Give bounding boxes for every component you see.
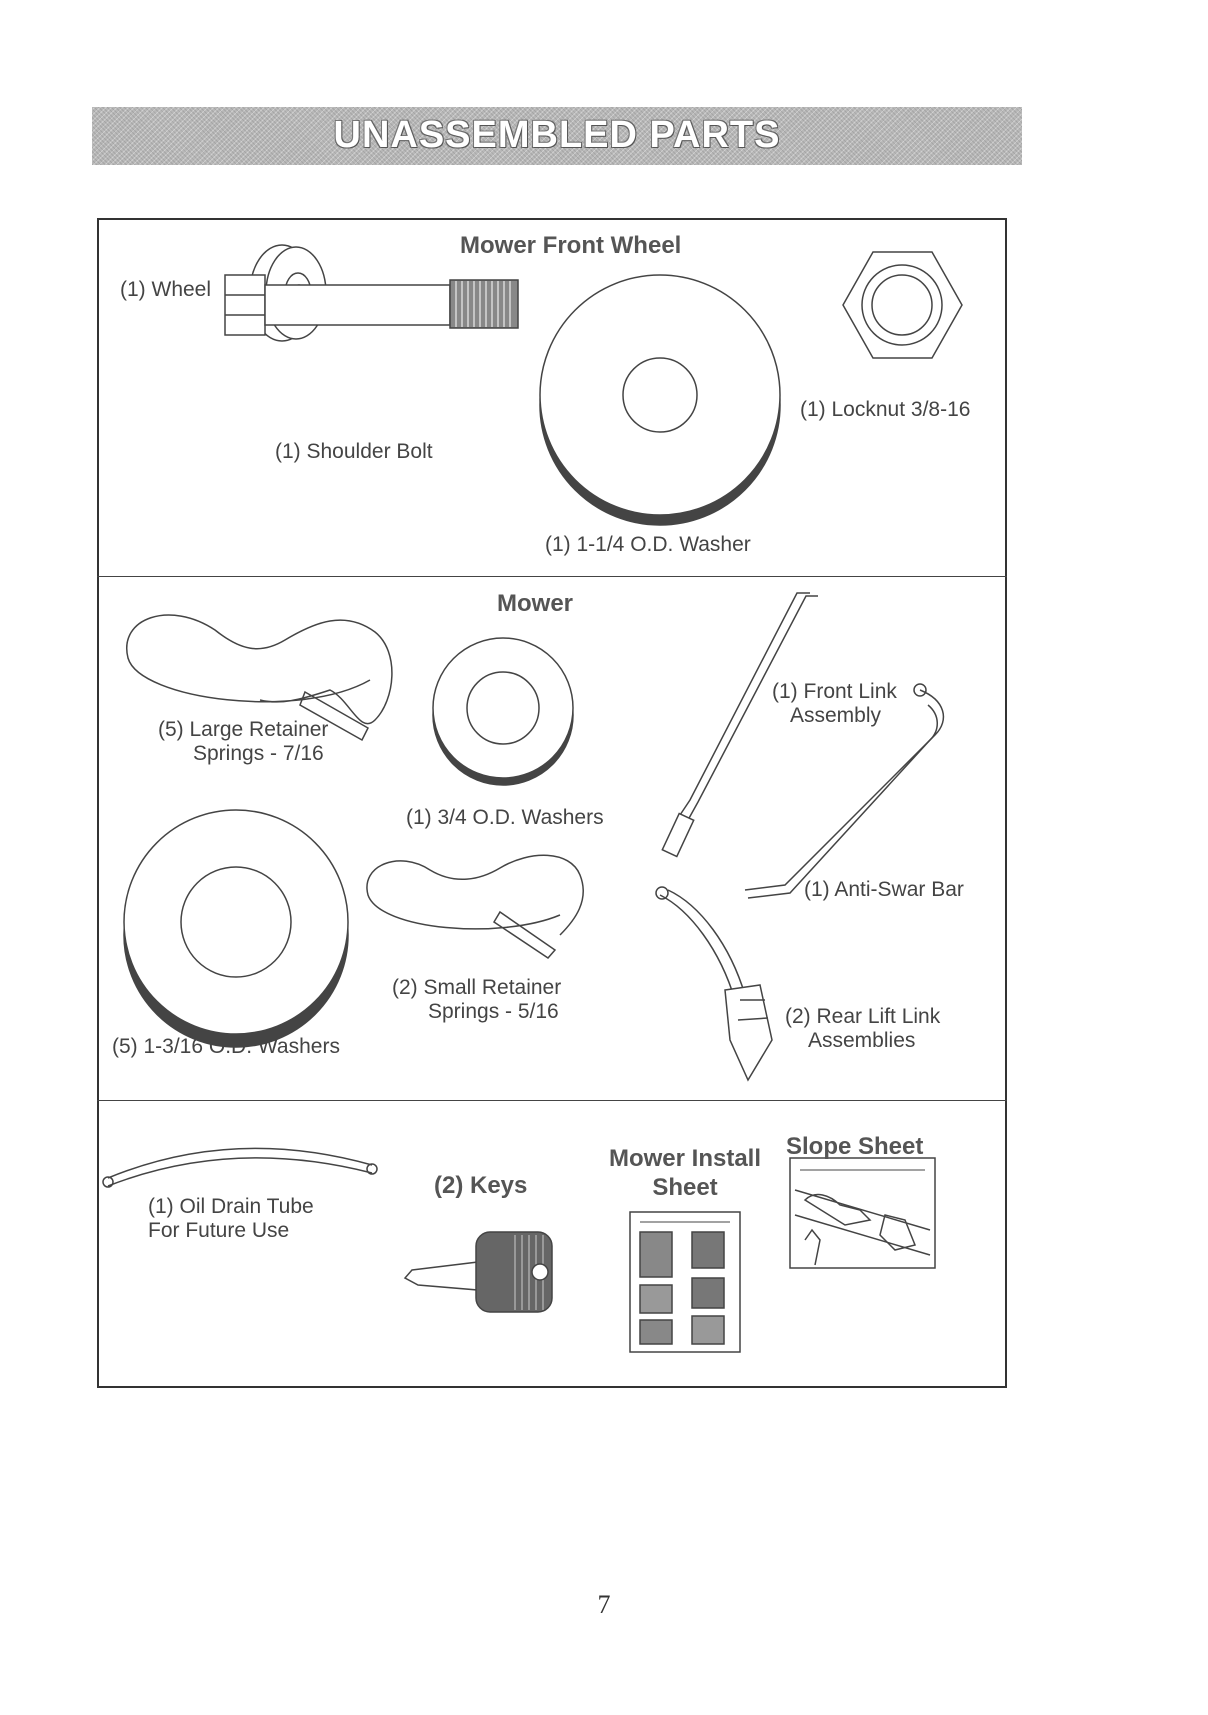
oil-drain-tube-illustration	[102, 1147, 378, 1188]
wheel-label: (1) Wheel	[120, 278, 212, 301]
section-divider-1	[97, 576, 1007, 577]
section-divider-2	[97, 1100, 1007, 1101]
parts-frame	[97, 218, 1007, 1388]
title-banner: UNASSEMBLED PARTS	[92, 107, 1022, 165]
rear-lift-link-label-line2: Assemblies	[808, 1029, 916, 1052]
rear-lift-link-label-line1: (2) Rear Lift Link	[785, 1005, 941, 1028]
large-springs-label-line2: Springs - 7/16	[193, 742, 324, 765]
locknut-illustration	[842, 251, 963, 359]
medium-washer-label: (5) 1-3/16 O.D. Washers	[112, 1035, 340, 1058]
slope-sheet-label: Slope Sheet	[786, 1133, 924, 1160]
shoulder-bolt-label: (1) Shoulder Bolt	[275, 440, 433, 463]
slope-sheet-illustration	[789, 1157, 936, 1269]
oil-drain-tube-label-line1: (1) Oil Drain Tube	[148, 1195, 314, 1218]
install-sheet-label-line2: Sheet	[652, 1174, 718, 1201]
shoulder-bolt-illustration	[224, 274, 519, 336]
mower-heading: Mower	[497, 590, 574, 617]
small-washer-illustration	[432, 637, 574, 786]
rear-lift-link-illustration	[655, 886, 773, 1082]
key-illustration	[403, 1231, 553, 1313]
small-washer-label: (1) 3/4 O.D. Washers	[406, 806, 604, 829]
install-sheet-illustration	[629, 1211, 741, 1353]
medium-washer-illustration	[123, 809, 349, 1048]
page-title: UNASSEMBLED PARTS	[333, 114, 781, 156]
anti-sway-bar-label: (1) Anti-Swar Bar	[804, 878, 964, 901]
front-link-illustration	[661, 592, 818, 858]
large-retainer-spring-illustration	[126, 614, 393, 742]
large-washer-label: (1) 1-1/4 O.D. Washer	[545, 533, 751, 556]
install-sheet-label-line1: Mower Install	[608, 1145, 762, 1172]
page-number: 7	[597, 1590, 611, 1619]
keys-label: (2) Keys	[434, 1172, 528, 1199]
large-springs-label-line1: (5) Large Retainer	[158, 718, 329, 741]
front-wheel-heading: Mower Front Wheel	[460, 232, 682, 259]
anti-sway-bar-illustration	[744, 683, 945, 899]
small-retainer-spring-illustration	[366, 854, 584, 959]
front-link-label-line2: Assembly	[790, 704, 882, 727]
small-springs-label-line1: (2) Small Retainer	[392, 976, 562, 999]
small-springs-label-line2: Springs - 5/16	[428, 1000, 559, 1023]
large-washer-illustration	[539, 274, 781, 526]
oil-drain-tube-label-line2: For Future Use	[148, 1219, 290, 1242]
front-link-label-line1: (1) Front Link	[772, 680, 897, 703]
locknut-label: (1) Locknut 3/8-16	[800, 398, 971, 421]
